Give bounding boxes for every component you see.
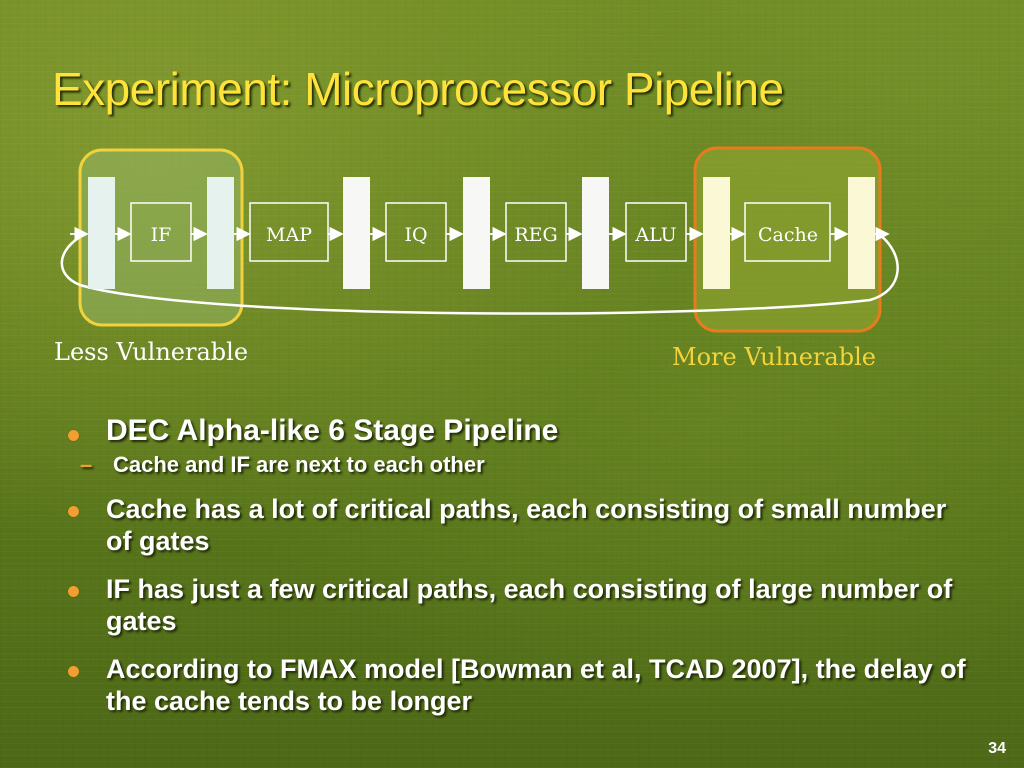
stage-label-if: IF bbox=[151, 224, 172, 246]
stage-label-cache: Cache bbox=[758, 224, 818, 246]
less-vulnerable-label: Less Vulnerable bbox=[54, 338, 249, 366]
latch-4 bbox=[582, 177, 609, 289]
bullet-text: According to FMAX model [Bowman et al, T… bbox=[106, 654, 966, 716]
latch-5 bbox=[703, 177, 730, 289]
stage-label-map: MAP bbox=[266, 224, 312, 246]
slide-number: 34 bbox=[988, 740, 1006, 757]
bullet-item: DEC Alpha-like 6 Stage Pipeline bbox=[68, 415, 968, 447]
bullet-text: DEC Alpha-like 6 Stage Pipeline bbox=[106, 414, 559, 447]
sub-bullet-item: – Cache and IF are next to each other bbox=[68, 451, 968, 479]
bullet-text: IF has just a few critical paths, each c… bbox=[106, 574, 953, 636]
sub-bullet-text: Cache and IF are next to each other bbox=[113, 452, 485, 477]
bullet-list: DEC Alpha-like 6 Stage Pipeline – Cache … bbox=[68, 415, 968, 717]
bullet-item: According to FMAX model [Bowman et al, T… bbox=[68, 653, 968, 717]
pipeline-diagram: IF MAP IQ REG ALU Cache bbox=[60, 146, 899, 333]
bullet-dot-icon bbox=[68, 430, 79, 441]
feedback-loop bbox=[60, 232, 899, 315]
bullet-item: IF has just a few critical paths, each c… bbox=[68, 573, 968, 637]
latch-6 bbox=[848, 177, 875, 289]
bullet-text: Cache has a lot of critical paths, each … bbox=[106, 494, 947, 556]
latch-3 bbox=[463, 177, 490, 289]
latch-0 bbox=[88, 177, 115, 289]
bullet-item: Cache has a lot of critical paths, each … bbox=[68, 493, 968, 557]
bullet-dot-icon bbox=[68, 666, 79, 677]
more-vulnerable-label: More Vulnerable bbox=[672, 343, 876, 371]
bullet-dot-icon bbox=[68, 586, 79, 597]
stage-label-iq: IQ bbox=[404, 224, 427, 246]
latch-2 bbox=[343, 177, 370, 289]
bullet-dot-icon bbox=[68, 506, 79, 517]
dash-icon: – bbox=[80, 452, 93, 477]
latch-1 bbox=[207, 177, 234, 289]
stage-label-alu: ALU bbox=[634, 224, 676, 246]
stage-label-reg: REG bbox=[514, 224, 557, 246]
slide-title: Experiment: Microprocessor Pipeline bbox=[52, 63, 784, 115]
